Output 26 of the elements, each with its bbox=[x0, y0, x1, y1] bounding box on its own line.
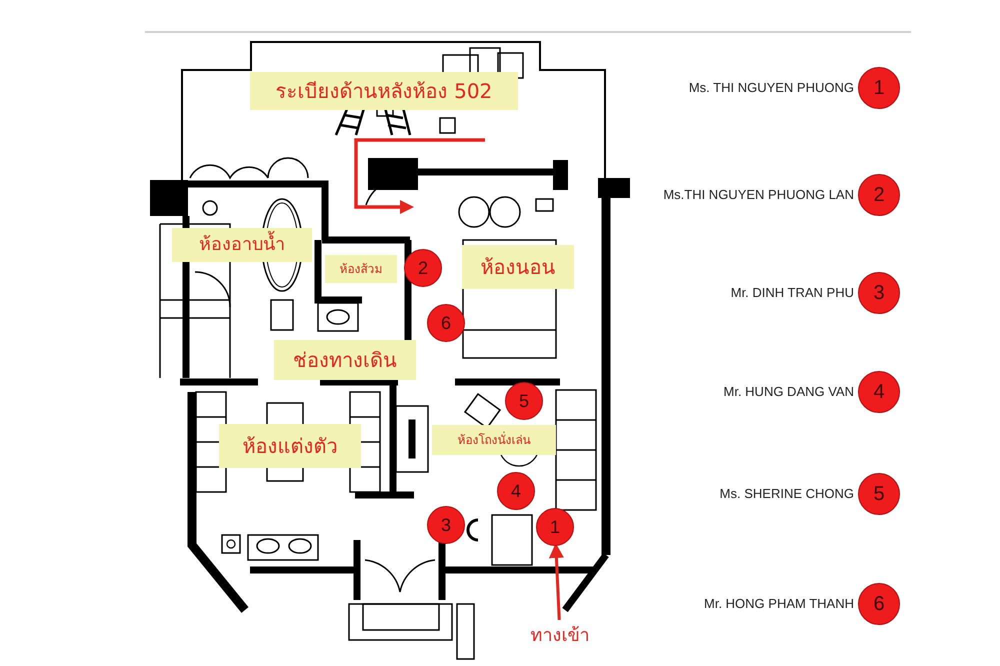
number-marker: 4 bbox=[858, 371, 900, 413]
room-label: ช่องทางเดิน bbox=[274, 340, 416, 380]
entrance-label: ทางเข้า bbox=[522, 620, 598, 652]
room-label: ห้องอาบน้ำ bbox=[172, 228, 312, 262]
room-label: ระเบียงด้านหลังห้อง 502 bbox=[250, 72, 518, 110]
number-marker: 2 bbox=[404, 249, 442, 287]
guest-name: Mr. HONG PHAM THANH bbox=[704, 597, 854, 610]
guest-name: Ms. SHERINE CHONG bbox=[720, 487, 854, 500]
room-label: ห้องแต่งตัว bbox=[219, 424, 361, 468]
number-marker: 2 bbox=[858, 174, 900, 216]
guest-name: Mr. HUNG DANG VAN bbox=[724, 385, 854, 398]
number-marker: 1 bbox=[536, 508, 574, 546]
room-label: ห้องนอน bbox=[462, 245, 574, 289]
guest-name: Ms. THI NGUYEN PHUONG bbox=[688, 81, 854, 94]
number-marker: 5 bbox=[858, 473, 900, 515]
number-marker: 3 bbox=[858, 272, 900, 314]
room-label: ห้องโถงนั่งเล่น bbox=[432, 425, 556, 455]
number-marker: 4 bbox=[497, 472, 535, 510]
number-marker: 6 bbox=[858, 583, 900, 625]
number-marker: 1 bbox=[858, 67, 900, 109]
number-marker: 5 bbox=[505, 382, 543, 420]
number-marker: 6 bbox=[427, 304, 465, 342]
room-label: ห้องส้วม bbox=[325, 255, 397, 283]
number-marker: 3 bbox=[427, 506, 465, 544]
guest-name: Ms.THI NGUYEN PHUONG LAN bbox=[663, 188, 854, 201]
guest-name: Mr. DINH TRAN PHU bbox=[730, 286, 854, 299]
